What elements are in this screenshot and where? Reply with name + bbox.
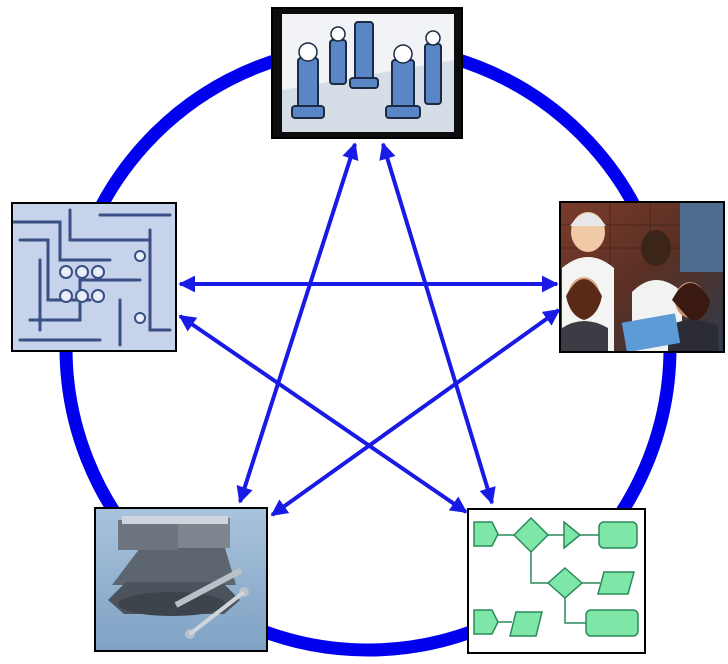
business-team-image	[559, 201, 725, 353]
arrow-strategy-tools	[236, 142, 359, 504]
chess-pieces-image	[271, 7, 463, 139]
arrow-technology-process	[178, 314, 468, 514]
bench-vise-image	[94, 507, 268, 652]
arrow-people-tools	[270, 308, 561, 517]
arrow-strategy-process	[379, 142, 496, 505]
circuit-board-image	[11, 202, 177, 352]
flowchart-image	[467, 508, 646, 654]
connection-arrows	[178, 142, 561, 517]
